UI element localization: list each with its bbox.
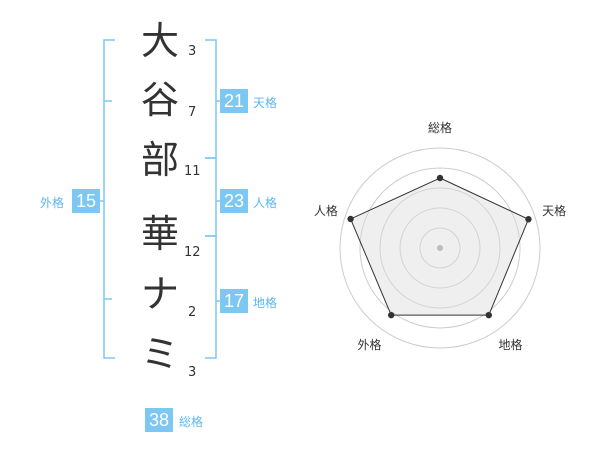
radar-axis-label-3: 地格 [499, 337, 523, 352]
stroke-count-3: 11 [184, 164, 201, 179]
radar-point-3 [485, 311, 492, 319]
radar-axis-label-5: 人格 [314, 203, 338, 218]
stroke-count-1: 3 [188, 44, 197, 59]
stroke-count-4: 12 [184, 245, 201, 260]
stroke-count-6: 3 [188, 365, 197, 380]
name-char-6: ミ [140, 332, 179, 376]
name-char-1: 大 [140, 19, 179, 63]
radar-ring-5 [419, 227, 461, 269]
stroke-count-5: 2 [188, 305, 197, 320]
name-char-3: 部 [140, 138, 179, 182]
tenkaku-label: 天格 [253, 96, 278, 110]
jinkaku-badge: 23 [220, 189, 248, 213]
radar-ring-4 [399, 207, 481, 289]
gaikaku-label: 外格 [40, 196, 65, 210]
radar-point-1 [436, 174, 444, 182]
name-char-4: 華 [140, 212, 179, 256]
radar-center [437, 245, 443, 251]
radar-point-2 [525, 216, 532, 223]
gaikaku-bracket [103, 39, 115, 359]
chikaku-label: 地格 [253, 296, 278, 310]
gaikaku-badge: 15 [72, 189, 100, 213]
radar-axis-label-1: 総格 [428, 120, 452, 135]
jinkaku-label: 人格 [253, 196, 278, 210]
chikaku-badge: 17 [220, 289, 248, 313]
radar-point-5 [347, 215, 354, 223]
name-char-2: 谷 [140, 78, 179, 122]
radar-ring-2 [359, 167, 521, 329]
soukaku-badge: 38 [145, 408, 173, 432]
radar-axis-label-2: 天格 [542, 203, 566, 218]
name-char-5: ナ [140, 272, 179, 316]
tenkaku-badge: 21 [220, 89, 248, 113]
stroke-count-2: 7 [188, 105, 197, 120]
radar-ring-1 [339, 147, 541, 349]
chikaku-bracket [205, 235, 217, 359]
radar-axis-label-4: 外格 [357, 337, 381, 352]
soukaku-label: 総格 [179, 415, 204, 429]
radar-ring-3 [379, 187, 501, 309]
radar-point-4 [388, 311, 395, 319]
